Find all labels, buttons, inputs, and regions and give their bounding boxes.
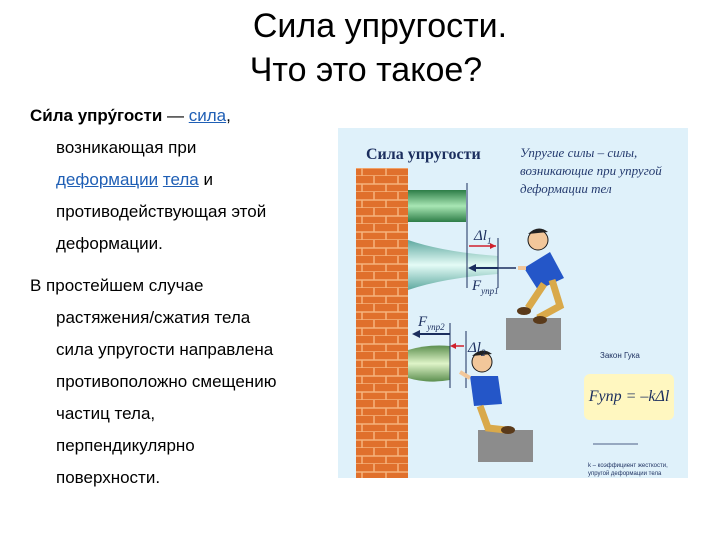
label-f-upr1: Fупр1 — [472, 278, 499, 296]
definition-line-4: противодействующая этой — [56, 202, 267, 221]
definition-line-5: деформации. — [56, 234, 163, 253]
paragraph2-line-2: растяжения/сжатия тела — [56, 308, 251, 327]
link-body[interactable]: тела — [162, 170, 199, 189]
label-f-upr2: Fупр2 — [418, 314, 445, 332]
label-delta-l2-main: Δl — [468, 340, 481, 356]
label-delta-l1-sub: 1 — [486, 236, 492, 246]
block-lower — [478, 430, 533, 462]
paragraph2-line-3: сила упругости направлена — [56, 340, 274, 359]
title-line-2: Что это такое? — [249, 51, 483, 89]
figure-title: Сила упругости — [366, 146, 481, 163]
figure-caption: Упругие силы – силы, возникающие при упр… — [520, 145, 662, 196]
label-delta-l1-main: Δl — [474, 228, 487, 244]
link-deformation[interactable]: деформации — [56, 170, 159, 189]
label-delta-l1: Δl1 — [474, 228, 491, 246]
rod-unstretched — [408, 190, 466, 222]
comma: , — [226, 106, 231, 125]
definition-line-2: возникающая при — [56, 138, 197, 157]
label-delta-l2-sub: 2 — [480, 348, 486, 358]
rod-compressed — [408, 345, 450, 382]
definition-line-1: Си́ла упру́гости — сила, — [30, 100, 330, 132]
term: Си́ла упру́гости — [30, 106, 163, 125]
label-f-upr2-sub: упр2 — [427, 322, 445, 332]
label-delta-l2: Δl2 — [468, 340, 485, 358]
and-text: и — [198, 170, 213, 189]
label-f-upr2-main: F — [418, 314, 428, 330]
definition-text: Си́ла упру́гости — сила, возникающая при… — [30, 100, 330, 494]
figure-footnote: k – коэффициент жесткости, упругой дефор… — [588, 463, 668, 477]
person-pulling — [517, 228, 565, 324]
title-line-1: Сила упругости. — [252, 7, 508, 45]
elastic-force-illustration: Сила упругости Упругие силы – силы, возн… — [338, 128, 688, 478]
link-force[interactable]: сила — [188, 106, 227, 125]
illustration-drawing — [338, 128, 688, 478]
block-upper — [506, 318, 561, 350]
dash: — — [162, 106, 189, 125]
definition-line-3: деформации тела и — [30, 164, 330, 196]
hooke-law-title: Закон Гука — [600, 351, 640, 360]
paragraph2-line-5: частиц тела, — [56, 404, 156, 423]
hooke-formula: Fупр = –kΔl — [584, 374, 674, 420]
paragraph2-line-7: поверхности. — [56, 468, 161, 487]
person-pushing — [458, 350, 515, 434]
paragraph2-line-1: В простейшем случае — [30, 276, 204, 295]
brick-wall — [356, 168, 408, 478]
label-f-upr1-sub: упр1 — [481, 286, 499, 296]
paragraph2-line-6: перпендикулярно — [56, 436, 195, 455]
rod-stretched — [408, 240, 498, 290]
label-f-upr1-main: F — [472, 278, 482, 294]
paragraph2-line-4: противоположно смещению — [56, 372, 277, 391]
